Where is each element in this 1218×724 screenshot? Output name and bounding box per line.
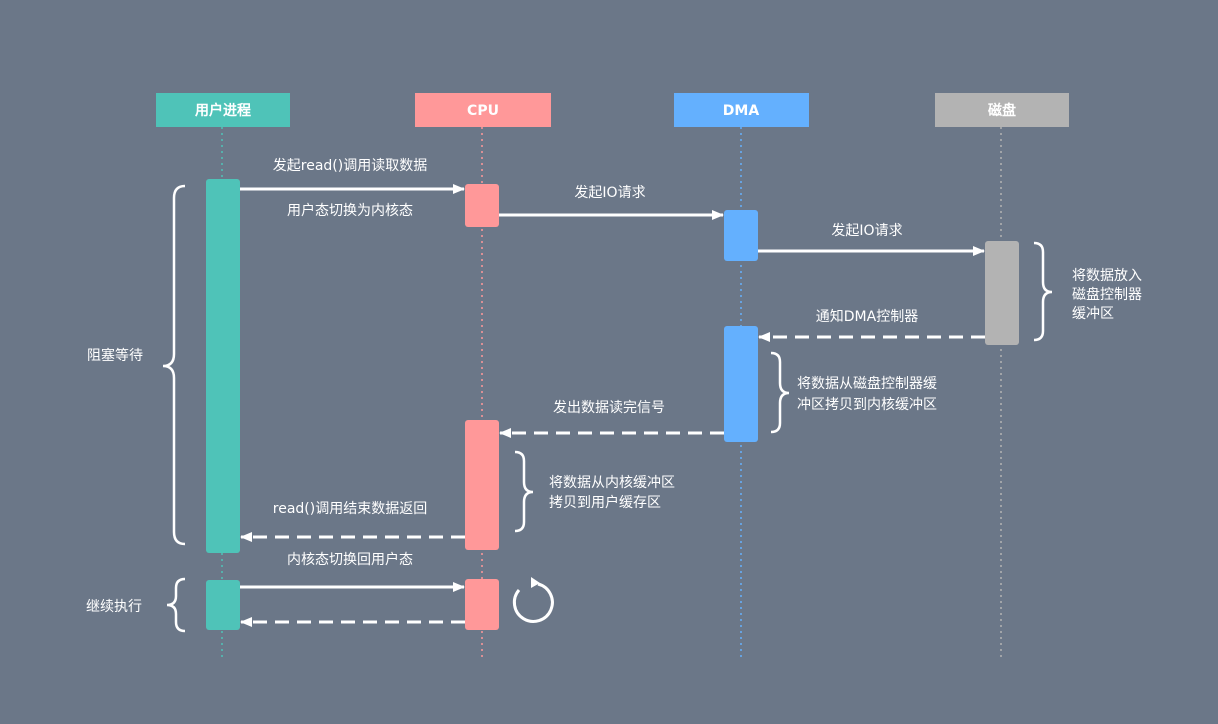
brace-block bbox=[162, 184, 186, 546]
activation-cpu-3 bbox=[465, 579, 499, 630]
svg-text:磁盘: 磁盘 bbox=[988, 102, 1016, 119]
loop-icon bbox=[512, 577, 554, 623]
svg-text:DMA: DMA bbox=[723, 103, 760, 119]
note-disk-line1: 将数据放入 bbox=[1072, 268, 1142, 284]
participant-disk: 磁盘 bbox=[935, 93, 1069, 127]
activation-user-2 bbox=[206, 580, 240, 630]
label-m4: 发起IO请求 bbox=[831, 223, 902, 239]
label-m7: read()调用结束数据返回 bbox=[273, 501, 427, 517]
label-m1: 发起read()调用读取数据 bbox=[273, 157, 427, 174]
phase-continue-label: 继续执行 bbox=[86, 598, 142, 615]
label-m5: 通知DMA控制器 bbox=[816, 308, 918, 325]
svg-text:用户进程: 用户进程 bbox=[195, 102, 251, 119]
brace-cpu bbox=[514, 450, 534, 533]
label-m6: 发出数据读完信号 bbox=[553, 399, 665, 416]
brace-continue bbox=[166, 577, 186, 633]
participant-user: 用户进程 bbox=[156, 93, 290, 127]
brace-dma bbox=[770, 351, 790, 434]
svg-text:CPU: CPU bbox=[467, 103, 499, 119]
participant-dma: DMA bbox=[674, 93, 809, 127]
activation-dma-2 bbox=[724, 326, 758, 442]
note-disk-line3: 缓冲区 bbox=[1072, 306, 1114, 322]
note-cpu-line2: 拷贝到用户缓存区 bbox=[549, 494, 661, 511]
participant-cpu: CPU bbox=[415, 93, 551, 127]
label-m2: 用户态切换为内核态 bbox=[287, 202, 413, 219]
label-m3: 发起IO请求 bbox=[574, 185, 645, 201]
activation-dma-1 bbox=[724, 210, 758, 261]
brace-disk bbox=[1033, 241, 1053, 342]
phase-block-label: 阻塞等待 bbox=[87, 347, 143, 364]
activation-disk-1 bbox=[985, 241, 1019, 345]
note-dma-line1: 将数据从磁盘控制器缓 bbox=[797, 375, 937, 392]
label-m8: 内核态切换回用户态 bbox=[287, 551, 413, 568]
note-disk-line2: 磁盘控制器 bbox=[1072, 286, 1142, 303]
activation-cpu-2 bbox=[465, 420, 499, 550]
activation-cpu-1 bbox=[465, 184, 499, 227]
note-dma-line2: 冲区拷贝到内核缓冲区 bbox=[797, 397, 937, 413]
activation-user-1 bbox=[206, 179, 240, 553]
note-cpu-line1: 将数据从内核缓冲区 bbox=[549, 475, 675, 491]
